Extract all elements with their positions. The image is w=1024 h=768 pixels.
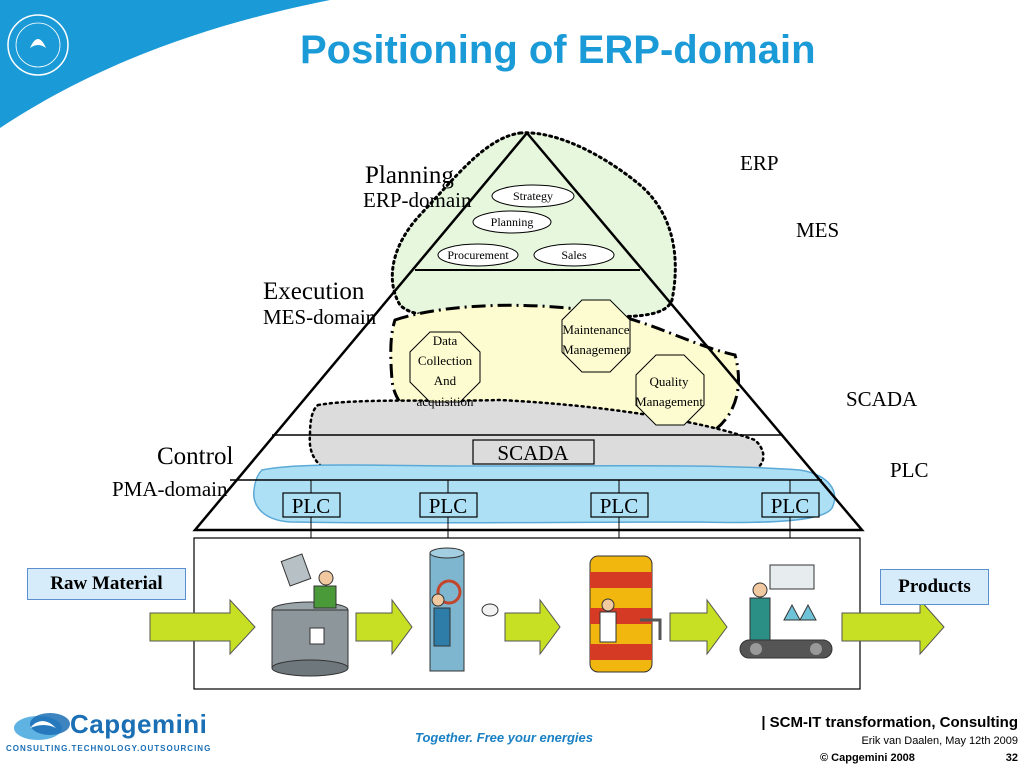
octagon-quality [635,354,705,426]
plc-label-2: PLC [429,494,468,518]
label-execution: Execution [263,278,365,305]
bubble-strategy: Strategy [513,189,553,203]
plc-boxes [282,480,820,580]
label-planning: Planning [365,162,454,189]
bubble-sales: Sales [561,248,587,262]
octagon-quality-line2: Management [635,394,703,409]
label-control: Control [157,443,233,470]
plc-band [253,464,836,524]
boiler-clipart [429,547,499,672]
bubble-planning: Planning [491,215,534,229]
plc-label-3: PLC [600,494,639,518]
scada-box [472,439,595,465]
mixing-vat-clipart [271,553,349,677]
footer-copyright: © Capgemini 2008 [820,752,915,764]
footer-author: Erik van Daalen, May 12th 2009 [861,735,1018,747]
raw-material-box: Raw Material [27,568,186,600]
octagon-data-line2: Collection [418,353,473,368]
label-erp-domain: ERP-domain [363,188,472,212]
octagon-maint-line1: Maintenance [562,322,629,337]
capgemini-logo-icon [14,713,70,740]
logo-name: Capgemini [70,709,208,739]
label-pma-domain: PMA-domain [112,477,228,501]
octagon-data-line4: acquisition [416,394,474,409]
page-number: 32 [1005,752,1018,764]
right-label-scada: SCADA [846,387,918,411]
logo-tagline: CONSULTING.TECHNOLOGY.OUTSOURCING [6,744,212,753]
right-label-plc: PLC [890,458,929,482]
octagon-data-line3: And [434,373,457,388]
process-arrows [149,598,945,656]
pyramid [192,131,865,532]
label-mes-domain: MES-domain [263,305,377,329]
octagon-data-line1: Data [433,333,458,348]
products-box: Products [880,569,989,605]
octagon-maint-line2: Management [562,342,630,357]
footer-title: | SCM-IT transformation, Consulting [761,714,1018,731]
conveyor-clipart [739,564,833,659]
plc-label-1: PLC [292,494,331,518]
right-label-mes: MES [796,218,839,242]
octagon-quality-line1: Quality [650,374,689,389]
bubble-procurement: Procurement [447,248,509,262]
plc-label-4: PLC [771,494,810,518]
slide-title: Positioning of ERP-domain [300,28,816,72]
right-label-erp: ERP [740,151,779,175]
scada-box-label: SCADA [497,441,569,465]
corner-swoosh [0,0,330,128]
octagon-maintenance [561,299,631,373]
diagram: Strategy Planning Procurement Sales Data… [112,131,945,690]
octagon-data-collection [409,331,481,403]
tank-clipart [589,555,662,673]
footer-tagline: Together. Free your energies [415,730,593,745]
